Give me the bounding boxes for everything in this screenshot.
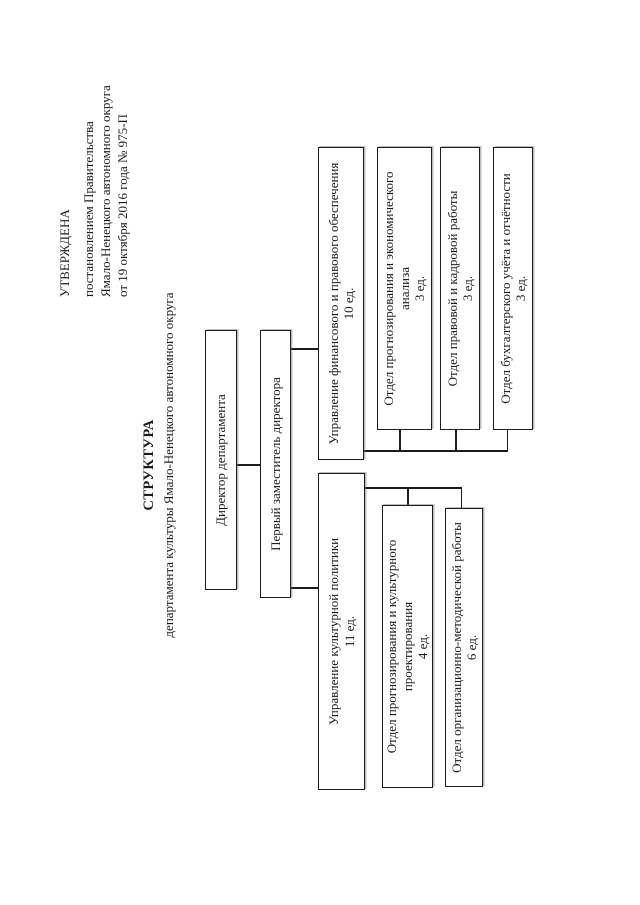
org-box-dept-org-methodical: Отдел организационно-методической работы… (445, 508, 483, 787)
org-box-label: Директор департамента (213, 394, 229, 526)
connector-culture-dept-2 (460, 487, 462, 508)
title-block: СТРУКТУРА департамента культуры Ямало-Не… (140, 265, 177, 665)
org-box-label: Отдел прогнозирования и культурного прое… (384, 539, 415, 754)
approval-line: Ямало-Ненецкого автономного округа (98, 85, 113, 297)
connector-finance-dept-2 (455, 430, 457, 452)
connector-culture-dept-1 (407, 487, 409, 505)
org-box-dept-accounting: Отдел бухгалтерского учёта и отчётности … (493, 147, 533, 430)
org-box-label: Отдел прогнозирования и экономического а… (381, 171, 412, 406)
org-box-director: Директор департамента (205, 330, 237, 590)
approval-line: постановлением Правительства (81, 121, 96, 297)
org-box-headcount: 6 ед. (464, 634, 479, 661)
org-box-label: Управление культурной политики (326, 537, 341, 726)
org-box-label: Управление финансового и правового обесп… (325, 162, 341, 445)
page-subtitle: департамента культуры Ямало-Ненецкого ав… (161, 292, 176, 638)
connector-deputy-culture (291, 587, 318, 589)
connector-culture-trunk (365, 487, 462, 489)
connector-deputy-finance (291, 348, 318, 350)
org-box-dept-economic-analysis: Отдел прогнозирования и экономического а… (377, 147, 432, 430)
approval-line: УТВЕРЖДЕНА (57, 209, 72, 297)
org-box-dept-legal-hr: Отдел правовой и кадровой работы 3 ед. (440, 147, 480, 430)
org-box-label: Отдел организационно-методической работы (448, 522, 464, 773)
org-box-headcount: 10 ед. (341, 287, 356, 320)
org-box-dept-cultural-forecasting: Отдел прогнозирования и культурного прое… (382, 505, 433, 788)
org-box-headcount: 3 ед. (513, 275, 528, 302)
org-box-first-deputy: Первый заместитель директора (260, 330, 291, 598)
org-box-headcount: 3 ед. (412, 275, 428, 302)
page-title: СТРУКТУРА (141, 419, 157, 511)
connector-finance-dept-1 (399, 430, 401, 452)
approval-block: УТВЕРЖДЕНА постановлением Правительства … (56, 57, 131, 297)
org-box-headcount: 3 ед. (460, 275, 475, 302)
connector-finance-dept-3 (506, 430, 508, 452)
org-box-unit-culture-policy: Управление культурной политики 11 ед. (318, 473, 365, 790)
org-box-headcount: 11 ед. (341, 615, 357, 648)
org-box-label: Отдел правовой и кадровой работы (444, 190, 460, 387)
connector-finance-trunk (364, 450, 508, 452)
org-box-unit-finance-legal: Управление финансового и правового обесп… (318, 147, 364, 460)
approval-line: от 19 октября 2016 года № 975-П (115, 114, 130, 297)
connector-director-deputy (237, 464, 260, 466)
org-box-headcount: 4 ед. (415, 633, 431, 660)
org-box-label: Первый заместитель директора (267, 377, 283, 551)
org-box-label: Отдел бухгалтерского учёта и отчётности (497, 173, 513, 404)
